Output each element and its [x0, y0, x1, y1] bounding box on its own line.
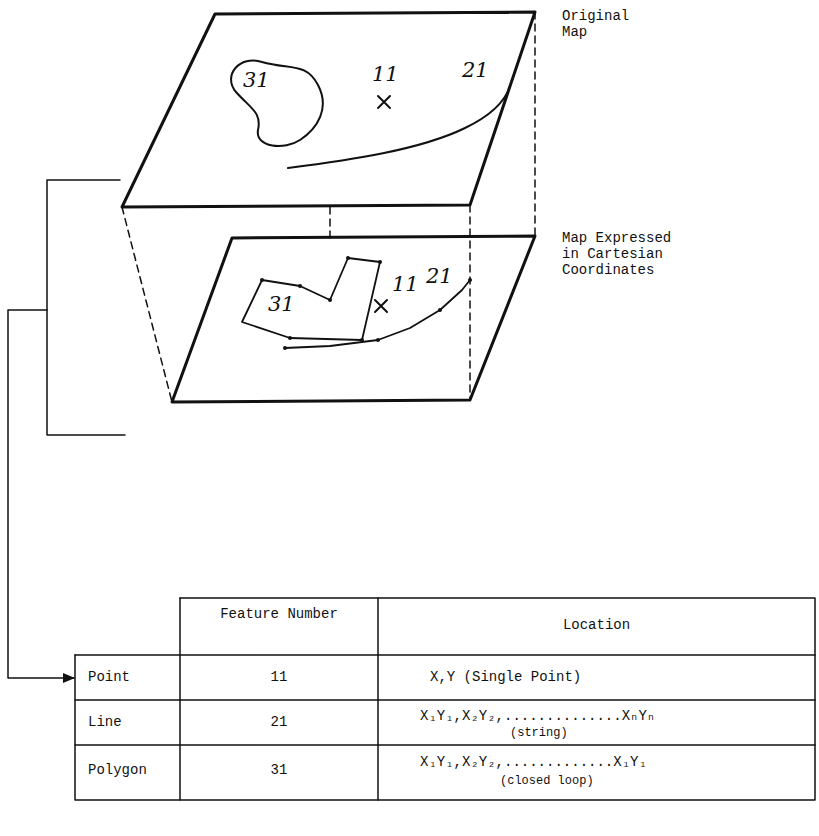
- feature-number: 31: [243, 68, 283, 92]
- feature-number: 21: [426, 264, 466, 288]
- table-cell: Polygon: [88, 762, 180, 778]
- plane-caption: Original Map: [562, 8, 652, 40]
- table-cell: X₁Y₁,X₂Y₂,..............XₙYₙ: [420, 708, 810, 724]
- table-note: (closed loop): [500, 775, 640, 789]
- plane-caption: Map Expressed in Cartesian Coordinates: [562, 230, 687, 278]
- original-map-plane: [122, 12, 535, 207]
- feature-number: 31: [268, 292, 308, 316]
- line-feature: [288, 86, 510, 168]
- digitized-line: [285, 280, 470, 348]
- table-cell: X₁Y₁,X₂Y₂,.............X₁Y₁: [420, 754, 810, 770]
- table-grid: [75, 598, 815, 800]
- table-cell: Point: [88, 669, 180, 685]
- bracket: [47, 180, 125, 435]
- table-header: Location: [378, 617, 815, 633]
- digitized-polygon: [242, 258, 380, 340]
- table-cell: 31: [180, 762, 378, 778]
- table-cell: 11: [180, 669, 378, 685]
- cartesian-map-plane: [172, 236, 535, 402]
- table-cell: Line: [88, 714, 180, 730]
- table-cell: X,Y (Single Point): [430, 669, 810, 685]
- vertex-dots: [260, 256, 472, 350]
- point-feature: [378, 96, 390, 108]
- table-note: (string): [510, 727, 630, 741]
- feature-number: 21: [462, 58, 502, 82]
- arrow: [8, 310, 74, 678]
- digitized-point: [375, 300, 387, 312]
- projection-lines: [122, 12, 535, 402]
- table-cell: 21: [180, 714, 378, 730]
- table-header: Feature Number: [180, 606, 378, 622]
- polygon-feature: [231, 61, 323, 146]
- feature-number: 11: [372, 62, 412, 86]
